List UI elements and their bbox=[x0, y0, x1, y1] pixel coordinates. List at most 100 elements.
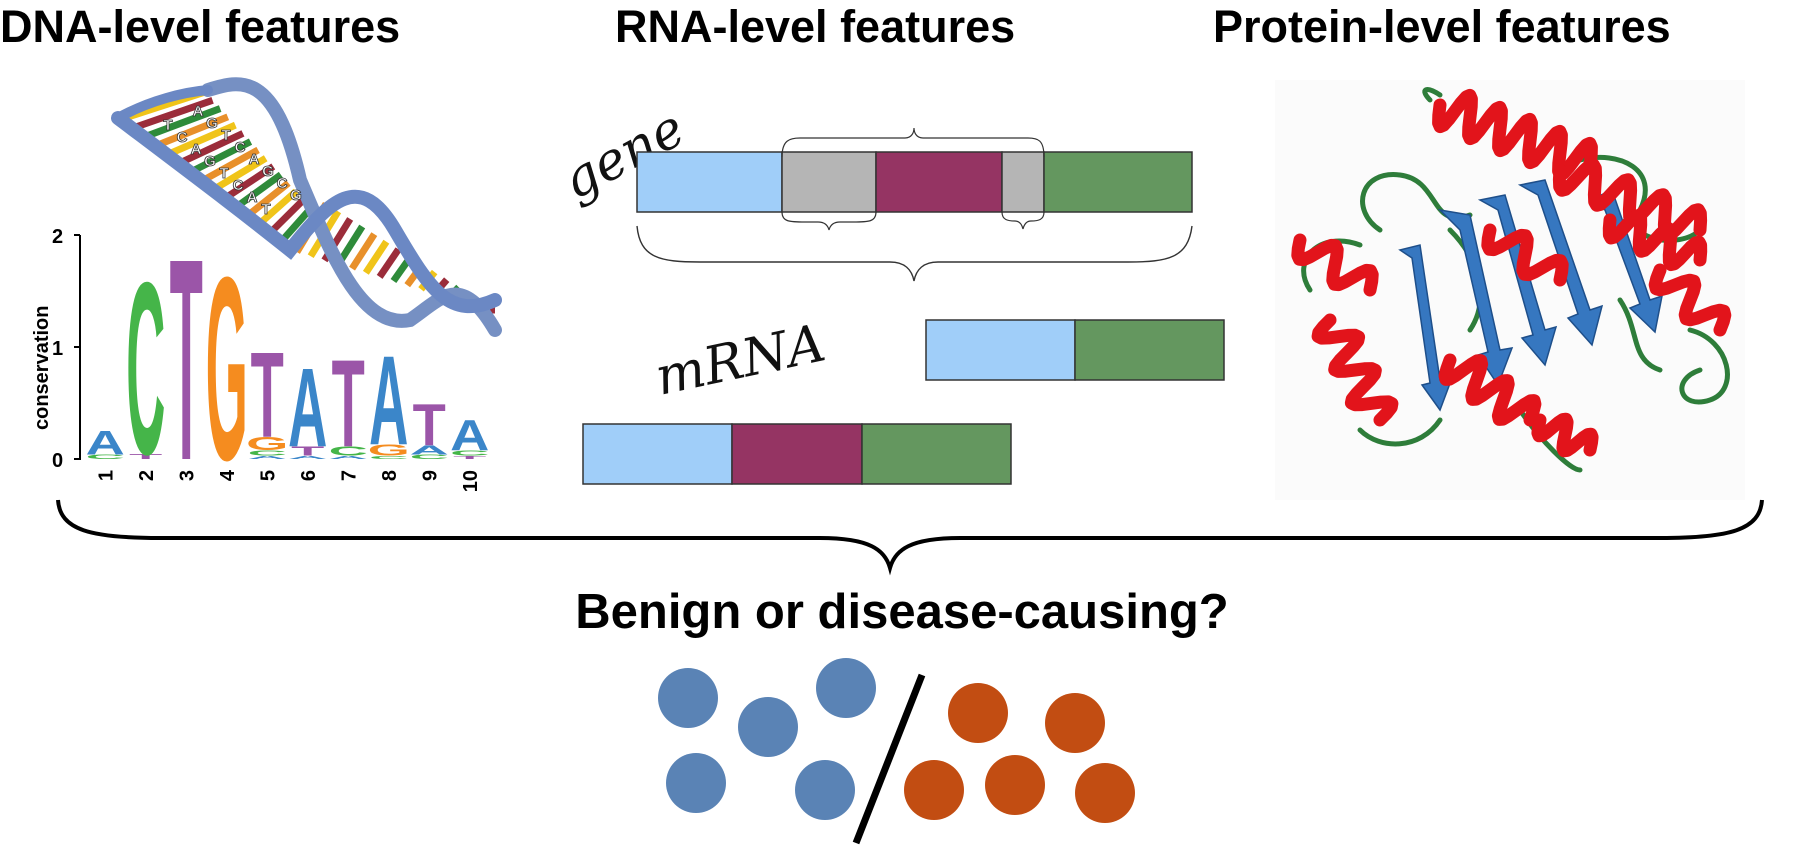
protein-structure-illustration bbox=[1275, 80, 1745, 500]
heading-dna: DNA-level features bbox=[0, 1, 400, 52]
logo-letter: A bbox=[248, 455, 287, 460]
gene-bottom-brace bbox=[636, 225, 1193, 282]
disease-dot bbox=[1045, 693, 1105, 753]
helix-base-pair bbox=[167, 121, 237, 158]
protein-helix bbox=[1531, 412, 1599, 458]
helix-backbone-top bbox=[113, 85, 213, 123]
benign-dot bbox=[816, 658, 876, 718]
helix-base-pair bbox=[233, 171, 283, 211]
helix-backbone-back bbox=[201, 77, 502, 337]
logo-letter: G bbox=[368, 442, 410, 459]
gene-exon-1 bbox=[636, 151, 783, 213]
logo-letter: T bbox=[453, 455, 487, 460]
logo-letter: C bbox=[86, 454, 125, 461]
helix-letter: C bbox=[177, 129, 188, 146]
helix-base-pair bbox=[211, 155, 268, 193]
helix-letter: T bbox=[163, 117, 172, 134]
intron-2-brace bbox=[1001, 211, 1045, 230]
logo-xtick: 3 bbox=[176, 470, 198, 481]
heading-rna: RNA-level features bbox=[615, 1, 1015, 52]
heading-protein: Protein-level features bbox=[1213, 1, 1671, 52]
classification-dots bbox=[658, 658, 1135, 845]
helix-base-pair bbox=[178, 130, 245, 166]
helix-letter: C bbox=[277, 175, 288, 192]
helix-letter: A bbox=[193, 103, 204, 120]
logo-xtick: 10 bbox=[460, 470, 482, 492]
benign-dot bbox=[658, 668, 718, 728]
helix-letter: A bbox=[191, 141, 202, 158]
helix-letter: C bbox=[235, 139, 246, 156]
helix-letter: C bbox=[233, 177, 244, 194]
disease-dot bbox=[1075, 763, 1135, 823]
intron-1-brace bbox=[781, 211, 877, 231]
logo-ytick-2: 2 bbox=[52, 226, 63, 248]
helix-base-pair bbox=[134, 96, 214, 131]
protein-helix bbox=[1602, 208, 1708, 272]
logo-letter: A bbox=[86, 424, 125, 462]
disease-dot bbox=[985, 755, 1045, 815]
logo-letter: C bbox=[410, 454, 449, 461]
protein-helix bbox=[1648, 263, 1732, 337]
gene-intron-2 bbox=[1001, 151, 1045, 213]
helix-backbone-front bbox=[111, 111, 502, 314]
logo-letter: A bbox=[369, 329, 408, 472]
helix-base-pair bbox=[349, 232, 378, 271]
logo-ylabel: conservation bbox=[31, 306, 53, 430]
logo-letter: T bbox=[129, 452, 163, 461]
protein-helix bbox=[1291, 233, 1379, 297]
summary-brace bbox=[56, 499, 1764, 576]
classification-question: Benign or disease-causing? bbox=[575, 585, 1229, 639]
logo-letter: C bbox=[450, 449, 489, 458]
logo-xtick: 4 bbox=[217, 469, 239, 481]
helix-letter: G bbox=[290, 187, 302, 204]
helix-letter: G bbox=[204, 153, 216, 170]
logo-letter: T bbox=[170, 199, 203, 520]
helix-letter: T bbox=[261, 201, 270, 218]
helix-letter: T bbox=[219, 165, 228, 182]
logo-letter: C bbox=[126, 231, 165, 506]
classification-divider bbox=[852, 673, 926, 845]
logo-letter: T bbox=[413, 393, 446, 459]
logo-letter: A bbox=[288, 455, 327, 460]
logo-letter: G bbox=[246, 433, 288, 454]
protein-helix bbox=[1438, 353, 1542, 427]
logo-xtick: 7 bbox=[338, 470, 360, 481]
logo-ytick-1: 1 bbox=[52, 338, 63, 360]
protein-helix bbox=[1481, 223, 1569, 287]
helix-base-pair bbox=[255, 188, 299, 229]
helix-letter: G bbox=[262, 163, 274, 180]
logo-letter: C bbox=[329, 445, 368, 459]
protein-helix bbox=[1311, 313, 1399, 427]
helix-base-pair bbox=[156, 113, 230, 149]
protein-helices bbox=[1291, 88, 1732, 458]
logo-xtick: 9 bbox=[419, 470, 441, 481]
gene-top-brace bbox=[781, 127, 1045, 158]
logo-letter: G bbox=[206, 222, 248, 514]
mrna-isoform-2-exon-2 bbox=[731, 423, 863, 485]
mrna-isoform-1-exon-1 bbox=[925, 319, 1076, 381]
helix-base-pair bbox=[200, 146, 260, 184]
mrna-isoform-2-exon-1 bbox=[582, 423, 733, 485]
logo-xtick: 6 bbox=[298, 470, 320, 481]
gene-intron-1 bbox=[781, 151, 877, 213]
logo-letter: A bbox=[450, 411, 489, 460]
helix-base-pair bbox=[222, 163, 276, 202]
mrna-label: mRNA bbox=[650, 313, 830, 407]
helix-base-pair bbox=[376, 247, 402, 279]
mrna-isoform-2-exon-3 bbox=[861, 423, 1012, 485]
benign-dot bbox=[738, 697, 798, 757]
helix-base-pair bbox=[145, 105, 222, 140]
disease-dot bbox=[904, 760, 964, 820]
helix-base-pair bbox=[244, 180, 291, 220]
helix-base-pair bbox=[362, 239, 390, 275]
logo-letter: A bbox=[288, 345, 327, 471]
logo-letter: C bbox=[248, 449, 287, 458]
logo-letter: A bbox=[329, 455, 368, 460]
benign-dot bbox=[666, 753, 726, 813]
mrna-isoform-1-exon-3 bbox=[1074, 319, 1225, 381]
